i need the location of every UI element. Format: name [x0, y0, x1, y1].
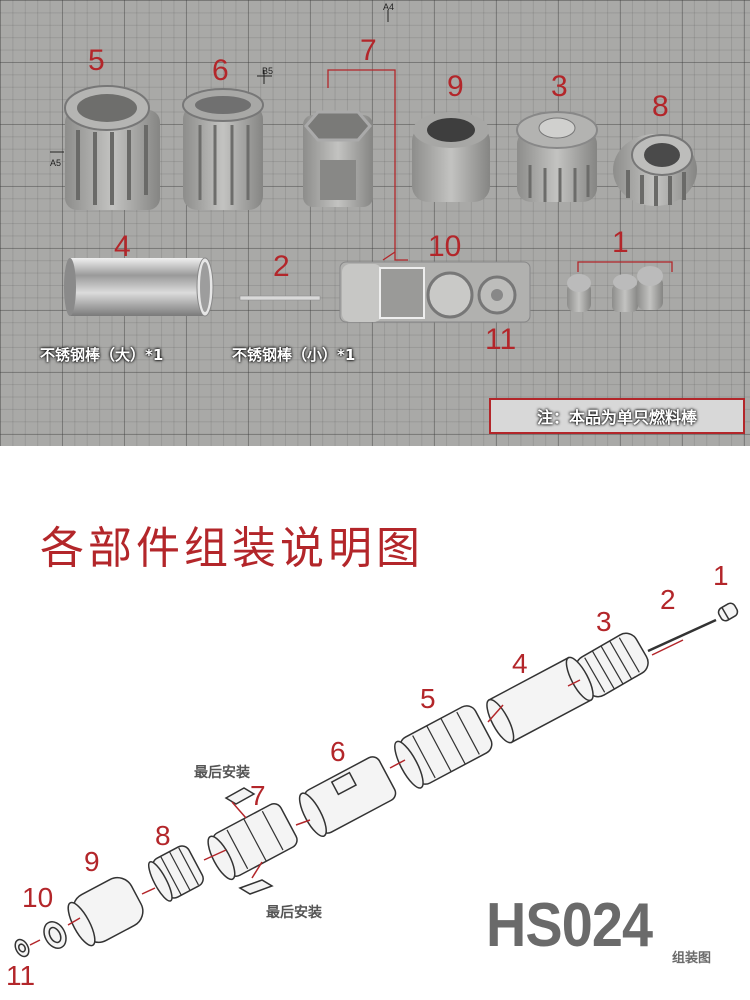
part-4-photo — [64, 257, 214, 317]
diagram-part-11 — [14, 938, 30, 958]
single-rod-notice: 注：本品为单只燃料棒 — [489, 398, 745, 434]
diagram-label-1: 1 — [713, 560, 729, 591]
assembly-title: 各部件组装说明图 — [40, 523, 424, 574]
diagram-label-2: 2 — [660, 584, 676, 615]
grid-tag-a5: A5 — [50, 158, 62, 168]
part-8-photo — [613, 134, 697, 206]
part-9-photo — [412, 112, 490, 202]
diagram-part-9 — [67, 876, 144, 947]
diagram-label-10: 10 — [22, 882, 54, 913]
diagram-label-4: 4 — [512, 648, 528, 679]
photo-label-6: 6 — [212, 54, 229, 87]
photo-label-4: 4 — [114, 230, 131, 263]
diagram-label-11: 11 — [6, 960, 36, 991]
diagram-part-6 — [298, 756, 397, 837]
diagram-label-3: 3 — [596, 606, 612, 637]
grid-tag-a4: A4 — [383, 2, 395, 12]
install-last-note-bottom: 最后安装 — [266, 905, 322, 921]
model-code-subtitle: 组装图 — [672, 951, 712, 966]
photo-label-5: 5 — [88, 44, 105, 77]
part-5-photo — [64, 85, 160, 210]
diagram-label-8: 8 — [155, 820, 171, 851]
diagram-label-6: 6 — [330, 736, 346, 767]
diagram-part-10 — [43, 921, 67, 949]
diagram-part-3 — [575, 632, 649, 698]
model-code: HS024 — [486, 891, 653, 960]
photo-label-7: 7 — [360, 34, 377, 67]
diagram-part-1 — [717, 602, 739, 622]
diagram-part-7 — [207, 803, 298, 881]
parts-photo-drawing — [50, 10, 697, 323]
part-3-photo — [516, 111, 598, 202]
photo-label-11: 11 — [485, 323, 517, 356]
caption-small-rod: 不锈钢棒（小）*1 — [232, 346, 356, 364]
part-7-photo — [303, 110, 373, 207]
diagram-part-5 — [394, 705, 493, 789]
sprue-photo — [339, 261, 531, 323]
photo-label-8: 8 — [652, 90, 669, 123]
part-1-photo — [567, 266, 663, 312]
grid-tag-b5: B5 — [262, 66, 274, 76]
photo-label-3: 3 — [551, 70, 568, 103]
parts-photo: 5 6 7 9 3 8 4 2 10 1 11 A4 B5 A5 不锈钢棒（大）… — [0, 0, 750, 446]
photo-leader-lines — [327, 69, 673, 272]
diagram-label-5: 5 — [420, 683, 436, 714]
photo-label-1: 1 — [612, 226, 629, 259]
diagram-part-7-bottom-piece — [238, 879, 274, 895]
caption-large-rod: 不锈钢棒（大）*1 — [40, 346, 164, 364]
photo-label-10: 10 — [428, 230, 462, 263]
diagram-label-9: 9 — [84, 846, 100, 877]
install-last-note-top: 最后安装 — [194, 765, 250, 781]
grid-marks — [50, 10, 389, 153]
photo-label-2: 2 — [273, 250, 290, 283]
part-2-photo — [239, 295, 321, 301]
diagram-part-2 — [647, 618, 717, 653]
photo-label-9: 9 — [447, 70, 464, 103]
part-6-photo — [182, 88, 264, 210]
diagram-part-8 — [147, 845, 204, 902]
diagram-label-7: 7 — [250, 780, 266, 811]
diagram-part-4 — [486, 656, 594, 744]
